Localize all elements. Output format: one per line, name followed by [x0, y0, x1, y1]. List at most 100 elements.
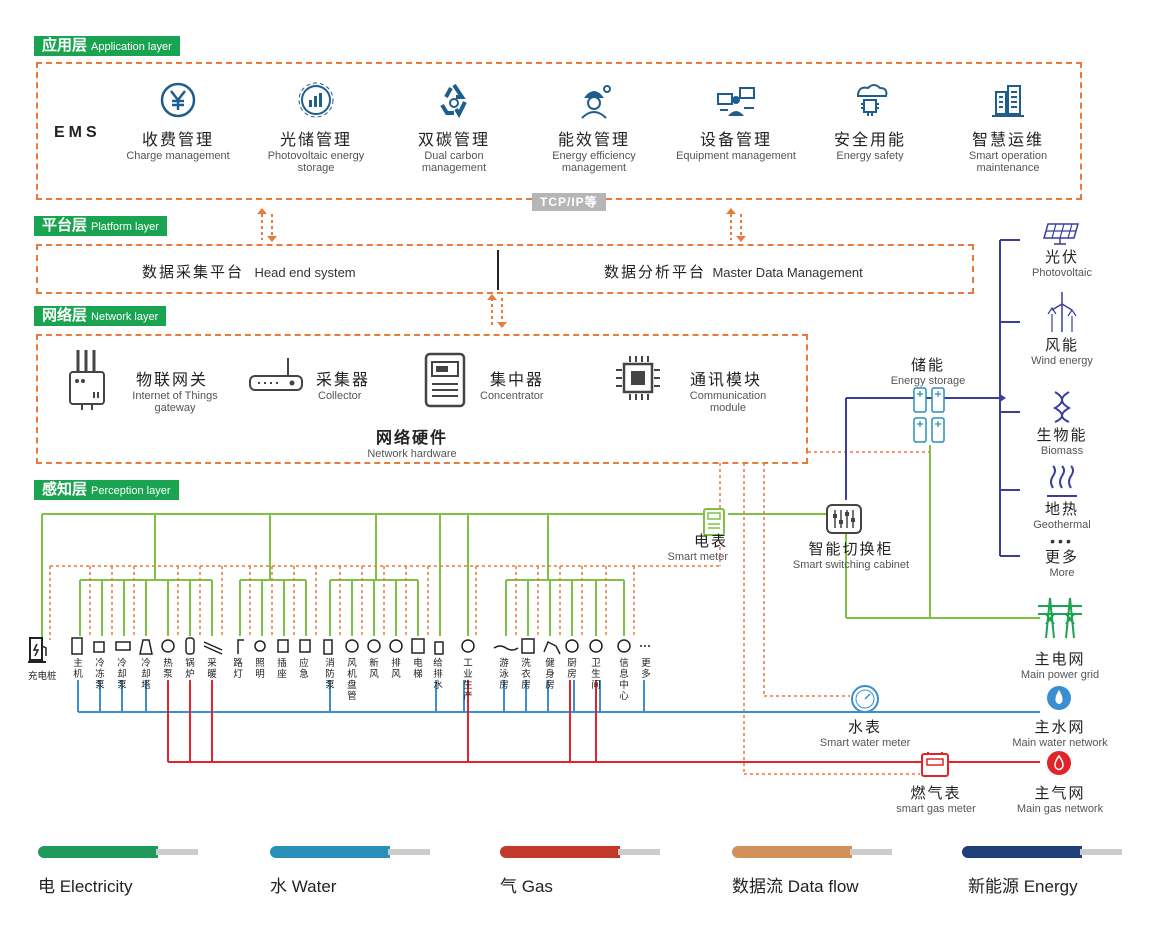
- cooling-pump-icon: [115, 641, 131, 651]
- water-drop-icon: [1047, 686, 1071, 710]
- hardware-cn: 网络硬件: [375, 430, 448, 447]
- grid-en: Main water network: [1012, 737, 1108, 749]
- equipment-icon: [717, 87, 755, 116]
- switching-cabinet[interactable]: 智能切换柜 Smart switching cabinet: [776, 538, 926, 571]
- charging-pile-icon: [28, 637, 47, 663]
- laundry-icon: [521, 638, 535, 654]
- network-box: [36, 334, 808, 464]
- device-label: 电梯: [413, 658, 423, 680]
- platform-right[interactable]: 数据分析平台 Master Data Management: [604, 261, 863, 282]
- module-charge[interactable]: 收费管理 Charge management: [118, 78, 238, 162]
- legend-tail: [388, 849, 430, 855]
- module-pv-storage[interactable]: 光储管理 Photovoltaic energy storage: [256, 78, 376, 174]
- lighting-icon: [254, 640, 266, 652]
- platform-right-en: Master Data Management: [712, 265, 863, 280]
- swimming-icon: [493, 645, 519, 651]
- source-more[interactable]: ••• 更多 More: [1012, 534, 1112, 579]
- legend-item-electricity: 电 Electricity: [38, 846, 198, 896]
- energy-storage[interactable]: 储能 Energy storage: [876, 354, 980, 387]
- module-en: Charge management: [126, 150, 230, 162]
- elevator-icon: [411, 638, 425, 654]
- smart-building-icon: [992, 85, 1024, 117]
- device-collector[interactable]: 采集器 Collector: [248, 354, 388, 414]
- device-label: 厨房: [567, 658, 577, 680]
- device-en: Internet of Things gateway: [132, 390, 218, 414]
- chilled-pump-icon: [93, 641, 105, 653]
- battery-icon: [913, 387, 945, 443]
- exhaust-icon: [389, 639, 403, 653]
- legend-label: 气 Gas: [500, 877, 553, 896]
- module-equipment[interactable]: 设备管理 Equipment management: [666, 78, 806, 162]
- legend-label: 电 Electricity: [38, 877, 133, 896]
- device-cn: 集中器: [490, 372, 545, 389]
- device-cn: 物联网关: [135, 372, 208, 389]
- module-en: Equipment management: [676, 150, 796, 162]
- module-en: Smart operation maintenance: [968, 150, 1048, 174]
- protocol-badge: TCP/IP等: [532, 193, 606, 211]
- module-en: Photovoltaic energy storage: [267, 150, 365, 174]
- ems-title: EMS: [54, 124, 101, 141]
- layer-en: Network layer: [91, 311, 159, 323]
- source-cn: 风能: [1044, 337, 1079, 354]
- device-concentrator[interactable]: 集中器 Concentrator: [424, 352, 574, 412]
- legend-item-water: 水 Water: [270, 846, 430, 896]
- grid-en: Main power grid: [1020, 669, 1100, 681]
- host-icon: [71, 637, 83, 655]
- legend-label: 水 Water: [270, 877, 337, 896]
- main-power-grid[interactable]: 主电网 Main power grid: [1002, 648, 1118, 681]
- layer-cn: 平台层: [42, 217, 88, 234]
- module-en: Energy safety: [836, 150, 904, 162]
- device-label: 消防泵: [325, 658, 335, 691]
- module-en: Energy efficiency management: [552, 150, 636, 174]
- source-photovoltaic[interactable]: 光伏 Photovoltaic: [1012, 220, 1112, 279]
- solar-panel-icon: [1043, 223, 1079, 245]
- grid-cn: 主水网: [1034, 719, 1086, 736]
- device-label: 采暖: [207, 658, 217, 680]
- water-meter[interactable]: 水表 Smart water meter: [806, 716, 924, 749]
- device-label: 洗衣房: [521, 658, 531, 691]
- engineer-icon: [581, 85, 611, 119]
- meter-cn: 电表: [693, 533, 728, 550]
- gas-meter[interactable]: 燃气表 smart gas meter: [878, 782, 994, 815]
- gym-icon: [543, 640, 561, 655]
- main-gas-network[interactable]: 主气网 Main gas network: [1000, 782, 1120, 815]
- layer-cn: 感知层: [42, 481, 88, 498]
- layer-en: Platform layer: [91, 221, 159, 233]
- device-en: Communication module: [689, 390, 767, 414]
- cooling-tower-icon: [139, 639, 153, 655]
- info-center-icon: [617, 639, 631, 653]
- device-label: 锅炉: [185, 658, 195, 680]
- main-water-network[interactable]: 主水网 Main water network: [996, 716, 1124, 749]
- device-gateway[interactable]: 物联网关 Internet of Things gateway: [64, 348, 244, 414]
- smart-meter-icon: [703, 508, 725, 536]
- module-cn: 智慧运维: [971, 132, 1044, 149]
- device-en: Concentrator: [480, 390, 544, 402]
- source-wind[interactable]: 风能 Wind energy: [1012, 290, 1112, 367]
- module-safety[interactable]: 安全用能 Energy safety: [810, 78, 930, 162]
- router-icon: [249, 358, 303, 391]
- emergency-icon: [299, 639, 311, 653]
- device-label: 路灯: [233, 658, 243, 680]
- grid-cn: 主电网: [1034, 651, 1086, 668]
- module-maintenance[interactable]: 智慧运维 Smart operation maintenance: [948, 78, 1068, 174]
- layer-en: Perception layer: [91, 485, 171, 497]
- platform-left[interactable]: 数据采集平台 Head end system: [142, 261, 356, 282]
- legend-swatch: [500, 846, 620, 858]
- device-comm-module[interactable]: 通讯模块 Communication module: [614, 352, 784, 416]
- socket-icon: [277, 639, 289, 653]
- module-efficiency[interactable]: 能效管理 Energy efficiency management: [532, 78, 656, 174]
- source-geothermal[interactable]: 地热 Geothermal: [1012, 465, 1112, 531]
- switching-cn: 智能切换柜: [808, 541, 894, 558]
- module-cn: 收费管理: [141, 132, 214, 149]
- source-biomass[interactable]: 生物能 Biomass: [1012, 390, 1112, 457]
- pv-storage-icon: [298, 82, 334, 118]
- legend-tail: [156, 849, 198, 855]
- module-carbon[interactable]: 双碳管理 Dual carbon management: [394, 78, 514, 174]
- smart-meter[interactable]: 电表 Smart meter: [648, 530, 728, 563]
- wind-turbine-icon: [1047, 292, 1077, 332]
- layer-cn: 网络层: [42, 307, 88, 324]
- legend: 电 Electricity 水 Water 气 Gas 数据流 Data flo…: [0, 840, 1160, 900]
